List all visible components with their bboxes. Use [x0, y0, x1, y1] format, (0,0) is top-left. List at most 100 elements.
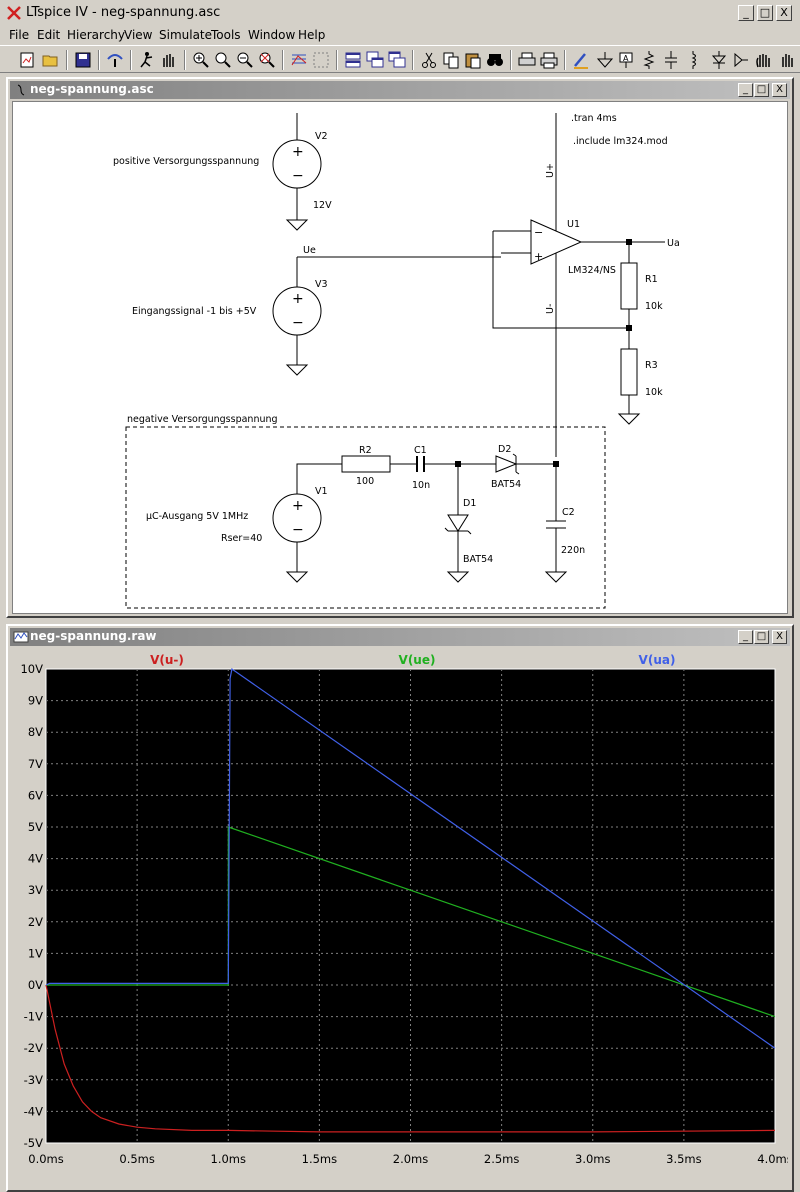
v1-name: V1: [315, 486, 328, 497]
y-tick-label: 9V: [28, 694, 43, 708]
find-binoculars-icon[interactable]: [484, 49, 506, 71]
c2-capacitor: [544, 464, 568, 583]
v1-rser: Rser=40: [221, 533, 262, 544]
copy-icon[interactable]: [440, 49, 462, 71]
y-tick-label: 10V: [20, 662, 43, 676]
y-tick-label: 8V: [28, 725, 43, 739]
halt-hand-icon[interactable]: [158, 49, 180, 71]
label-net-icon[interactable]: A: [616, 49, 638, 71]
schematic-title-bar[interactable]: neg-spannung.asc _ □ X: [10, 81, 790, 99]
u1-model: LM324/NS: [568, 265, 616, 276]
cascade-icon[interactable]: [364, 49, 386, 71]
save-icon[interactable]: [72, 49, 94, 71]
y-tick-label: -1V: [24, 1010, 43, 1024]
pan-icon[interactable]: [212, 49, 234, 71]
tran-directive[interactable]: .tran 4ms: [571, 113, 617, 124]
open-folder-icon[interactable]: [40, 49, 62, 71]
close-button[interactable]: X: [776, 5, 792, 21]
legend-entry-2[interactable]: V(ua): [639, 653, 676, 667]
window-title: LTspice IV - neg-spannung.asc: [26, 5, 221, 20]
resistor-icon[interactable]: [638, 49, 660, 71]
tile-vertical-icon[interactable]: [386, 49, 408, 71]
ground-icon[interactable]: [594, 49, 616, 71]
menu-view[interactable]: View: [124, 28, 153, 42]
schematic-maximize-button[interactable]: □: [754, 83, 769, 97]
series-line-0[interactable]: [45, 984, 776, 1133]
include-directive[interactable]: .include lm324.mod: [573, 136, 668, 147]
print-icon[interactable]: [538, 49, 560, 71]
v1-description: µC-Ausgang 5V 1MHz: [146, 511, 248, 522]
drag-hand-icon[interactable]: [776, 49, 798, 71]
schematic-close-button[interactable]: X: [772, 83, 787, 97]
schematic-canvas[interactable]: + − + − + − − + .tran 4ms .include lm324…: [12, 101, 788, 614]
draw-wire-icon[interactable]: [570, 49, 592, 71]
c2-value: 220n: [561, 545, 585, 556]
waveform-title: neg-spannung.raw: [30, 629, 157, 643]
schematic-window[interactable]: neg-spannung.asc _ □ X: [6, 77, 794, 618]
waveform-maximize-button[interactable]: □: [754, 630, 769, 644]
autorange-icon[interactable]: [288, 49, 310, 71]
print-setup-icon[interactable]: [516, 49, 538, 71]
menu-tools[interactable]: Tools: [211, 28, 241, 42]
v1-minus: −: [292, 522, 304, 538]
ltspice-logo-icon: [7, 6, 21, 20]
zoom-fit-icon[interactable]: [256, 49, 278, 71]
inductor-icon[interactable]: [682, 49, 704, 71]
y-tick-label: -5V: [24, 1136, 43, 1150]
u1-name: U1: [567, 219, 580, 230]
x-tick-label: 0.0ms: [28, 1152, 63, 1166]
schematic-minimize-button[interactable]: _: [738, 83, 753, 97]
negative-supply-box: [125, 426, 606, 609]
control-panel-icon[interactable]: [104, 49, 126, 71]
menu-simulate[interactable]: Simulate: [159, 28, 213, 42]
menu-edit[interactable]: Edit: [37, 28, 61, 42]
menu-file[interactable]: File: [9, 28, 30, 42]
v2-minus: −: [292, 168, 304, 184]
maximize-button[interactable]: □: [757, 5, 773, 21]
move-hand-icon[interactable]: [752, 49, 774, 71]
diode-icon[interactable]: [708, 49, 730, 71]
cut-icon[interactable]: [418, 49, 440, 71]
component-icon[interactable]: [730, 49, 752, 71]
grid-icon[interactable]: [310, 49, 332, 71]
waveform-close-button[interactable]: X: [772, 630, 787, 644]
menu-bar: File Edit Hierarchy View Simulate Tools …: [0, 26, 800, 45]
run-icon[interactable]: [136, 49, 158, 71]
y-tick-label: -3V: [24, 1073, 43, 1087]
waveform-minimize-button[interactable]: _: [738, 630, 753, 644]
minimize-button[interactable]: _: [738, 5, 754, 21]
menu-window[interactable]: Window: [248, 28, 296, 42]
x-tick-label: 0.5ms: [119, 1152, 154, 1166]
pin-uplus-label: U+: [545, 163, 556, 178]
schematic-title: neg-spannung.asc: [30, 82, 154, 96]
tile-horizontal-icon[interactable]: [342, 49, 364, 71]
x-tick-label: 3.5ms: [666, 1152, 701, 1166]
legend-entry-0[interactable]: V(u-): [150, 653, 184, 667]
waveform-window[interactable]: neg-spannung.raw _ □ X V(u-) V(ue) V(ua) 0…: [6, 624, 794, 1192]
menu-hierarchy[interactable]: Hierarchy: [67, 28, 126, 42]
net-ue-label: Ue: [303, 245, 316, 256]
legend-entry-1[interactable]: V(ue): [399, 653, 436, 667]
v2-name: V2: [315, 131, 328, 142]
r3-name: R3: [645, 360, 658, 371]
waveform-icon: [13, 631, 29, 643]
c2-name: C2: [562, 507, 575, 518]
negative-supply-label: negative Versorgungsspannung: [127, 414, 278, 425]
x-tick-label: 2.0ms: [393, 1152, 428, 1166]
y-tick-label: -4V: [24, 1104, 43, 1118]
waveform-title-bar[interactable]: neg-spannung.raw _ □ X: [10, 628, 790, 646]
capacitor-icon[interactable]: [660, 49, 682, 71]
y-tick-label: -2V: [24, 1041, 43, 1055]
zoom-in-icon[interactable]: [190, 49, 212, 71]
schematic-drawing[interactable]: + − + − + − − + .tran 4ms .include lm324…: [13, 102, 789, 615]
new-schematic-icon[interactable]: [16, 49, 38, 71]
series-line-2[interactable]: [45, 667, 776, 1049]
x-tick-label: 1.0ms: [211, 1152, 246, 1166]
zoom-out-icon[interactable]: [234, 49, 256, 71]
paste-icon[interactable]: [462, 49, 484, 71]
menu-help[interactable]: Help: [298, 28, 326, 42]
y-tick-label: 1V: [28, 946, 43, 960]
